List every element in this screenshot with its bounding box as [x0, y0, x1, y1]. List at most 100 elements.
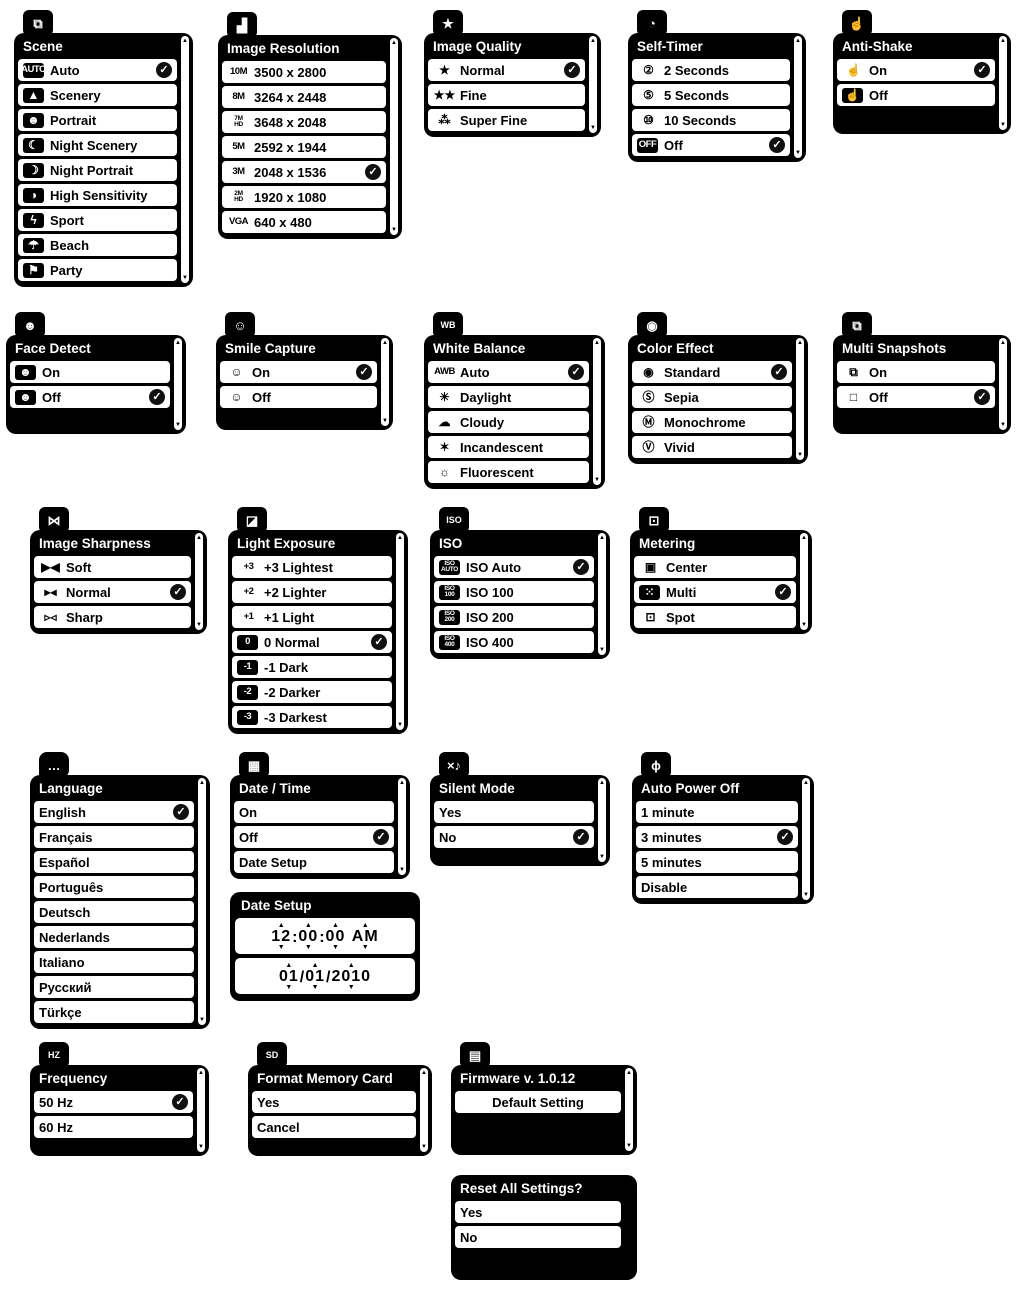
date-setup-row[interactable]: ▲01▼ / ▲01▼ / ▲2010▼: [235, 958, 415, 994]
image-sharpness-option-normal[interactable]: ▸◂Normal✓: [34, 581, 191, 603]
auto-power-off-option-5-minutes[interactable]: 5 minutes: [636, 851, 798, 873]
light-exposure-option-1-light[interactable]: +1+1 Light: [232, 606, 392, 628]
spin-up-icon[interactable]: ▲: [285, 961, 293, 969]
scrollbar[interactable]: ▲ ▼: [181, 36, 189, 283]
spin-down-icon[interactable]: ▼: [331, 943, 339, 951]
scrollbar[interactable]: ▲ ▼: [398, 778, 406, 875]
silent-mode-option-no[interactable]: No✓: [434, 826, 594, 848]
color-effect-tab-icon[interactable]: ◉: [637, 312, 667, 338]
anti-shake-option-on[interactable]: ☝On✓: [837, 59, 995, 81]
spin-up-icon[interactable]: ▲: [277, 921, 285, 929]
scrollbar[interactable]: ▲ ▼: [197, 1068, 205, 1152]
scrollbar[interactable]: ▲ ▼: [195, 533, 203, 630]
smile-capture-option-off[interactable]: ☺Off: [220, 386, 377, 408]
metering-tab-icon[interactable]: ⊡: [639, 507, 669, 533]
resolution-tab-icon[interactable]: ▟: [227, 12, 257, 38]
metering-option-spot[interactable]: ⊡Spot: [634, 606, 796, 628]
scene-option-beach[interactable]: ☂Beach: [18, 234, 177, 256]
light-exposure-option-1-dark[interactable]: -1-1 Dark: [232, 656, 392, 678]
sharpness-tab-icon[interactable]: ⋈: [39, 507, 69, 533]
month-spinner[interactable]: ▲01▼: [278, 961, 299, 991]
scrollbar[interactable]: ▲ ▼: [589, 36, 597, 133]
multi-snapshots-tab-icon[interactable]: ⧉: [842, 312, 872, 338]
language-option-italiano[interactable]: Italiano: [34, 951, 194, 973]
format-memory-card-option-yes[interactable]: Yes: [252, 1091, 416, 1113]
white-balance-option-cloudy[interactable]: ☁Cloudy: [428, 411, 589, 433]
light-exposure-option-2-darker[interactable]: -2-2 Darker: [232, 681, 392, 703]
auto-power-off-option-3-minutes[interactable]: 3 minutes✓: [636, 826, 798, 848]
silent-mode-option-yes[interactable]: Yes: [434, 801, 594, 823]
language-option-english[interactable]: English✓: [34, 801, 194, 823]
language-option-nederlands[interactable]: Nederlands: [34, 926, 194, 948]
image-quality-option-normal[interactable]: ★Normal✓: [428, 59, 585, 81]
scrollbar[interactable]: ▲ ▼: [625, 1068, 633, 1151]
spin-down-icon[interactable]: ▼: [285, 983, 293, 991]
spin-down-icon[interactable]: ▼: [347, 983, 355, 991]
language-option-fran-ais[interactable]: Français: [34, 826, 194, 848]
scrollbar[interactable]: ▲ ▼: [598, 533, 606, 655]
scene-option-party[interactable]: ⚑Party: [18, 259, 177, 281]
spin-down-icon[interactable]: ▼: [304, 943, 312, 951]
face-detect-option-off[interactable]: ☻Off✓: [10, 386, 170, 408]
language-option-deutsch[interactable]: Deutsch: [34, 901, 194, 923]
scrollbar[interactable]: ▲ ▼: [794, 36, 802, 158]
frequency-tab-icon[interactable]: HZ: [39, 1042, 69, 1068]
hour-spinner[interactable]: ▲12▼: [271, 921, 292, 951]
scrollbar[interactable]: ▲ ▼: [999, 36, 1007, 130]
year-spinner[interactable]: ▲2010▼: [331, 961, 372, 991]
white-balance-option-daylight[interactable]: ☀Daylight: [428, 386, 589, 408]
scene-tab-icon[interactable]: ⧉: [23, 10, 53, 36]
image-quality-option-super-fine[interactable]: ⁂Super Fine: [428, 109, 585, 131]
spin-up-icon[interactable]: ▲: [304, 921, 312, 929]
scrollbar[interactable]: ▲ ▼: [802, 778, 810, 900]
scrollbar[interactable]: ▲ ▼: [396, 533, 404, 730]
scrollbar[interactable]: ▲ ▼: [796, 338, 804, 460]
image-sharpness-option-soft[interactable]: ▶◀Soft: [34, 556, 191, 578]
metering-option-center[interactable]: ▣Center: [634, 556, 796, 578]
white-balance-option-fluorescent[interactable]: ☼Fluorescent: [428, 461, 589, 483]
day-spinner[interactable]: ▲01▼: [305, 961, 325, 991]
image-quality-option-fine[interactable]: ★★Fine: [428, 84, 585, 106]
language-option-t-rk-e[interactable]: Türkçe: [34, 1001, 194, 1023]
exposure-tab-icon[interactable]: ◪: [237, 507, 267, 533]
time-setup-row[interactable]: ▲12▼ : ▲00▼ : ▲00▼ ▲AM▼: [235, 918, 415, 954]
self-timer-tab-icon[interactable]: ◔: [637, 10, 667, 36]
multi-snapshots-option-on[interactable]: ⧉On: [837, 361, 995, 383]
frequency-option-50-hz[interactable]: 50 Hz✓: [34, 1091, 193, 1113]
spin-down-icon[interactable]: ▼: [361, 943, 369, 951]
image-sharpness-option-sharp[interactable]: ▹◃Sharp: [34, 606, 191, 628]
scene-option-scenery[interactable]: ▲Scenery: [18, 84, 177, 106]
language-tab-icon[interactable]: …: [39, 752, 69, 778]
language-option-portugu-s[interactable]: Português: [34, 876, 194, 898]
date-time-option-on[interactable]: On: [234, 801, 394, 823]
spin-up-icon[interactable]: ▲: [347, 961, 355, 969]
spin-down-icon[interactable]: ▼: [277, 943, 285, 951]
spin-up-icon[interactable]: ▲: [311, 961, 319, 969]
multi-snapshots-option-off[interactable]: □Off✓: [837, 386, 995, 408]
auto-power-off-option-1-minute[interactable]: 1 minute: [636, 801, 798, 823]
scene-option-high-sensitivity[interactable]: ◑High Sensitivity: [18, 184, 177, 206]
metering-option-multi[interactable]: ⁙Multi✓: [634, 581, 796, 603]
spin-up-icon[interactable]: ▲: [331, 921, 339, 929]
iso-tab-icon[interactable]: ISO: [439, 507, 469, 533]
date-time-option-off[interactable]: Off✓: [234, 826, 394, 848]
light-exposure-option-3-lightest[interactable]: +3+3 Lightest: [232, 556, 392, 578]
light-exposure-option-2-lighter[interactable]: +2+2 Lighter: [232, 581, 392, 603]
scene-option-night-portrait[interactable]: ☽Night Portrait: [18, 159, 177, 181]
auto-power-off-tab-icon[interactable]: ϕ: [641, 752, 671, 778]
